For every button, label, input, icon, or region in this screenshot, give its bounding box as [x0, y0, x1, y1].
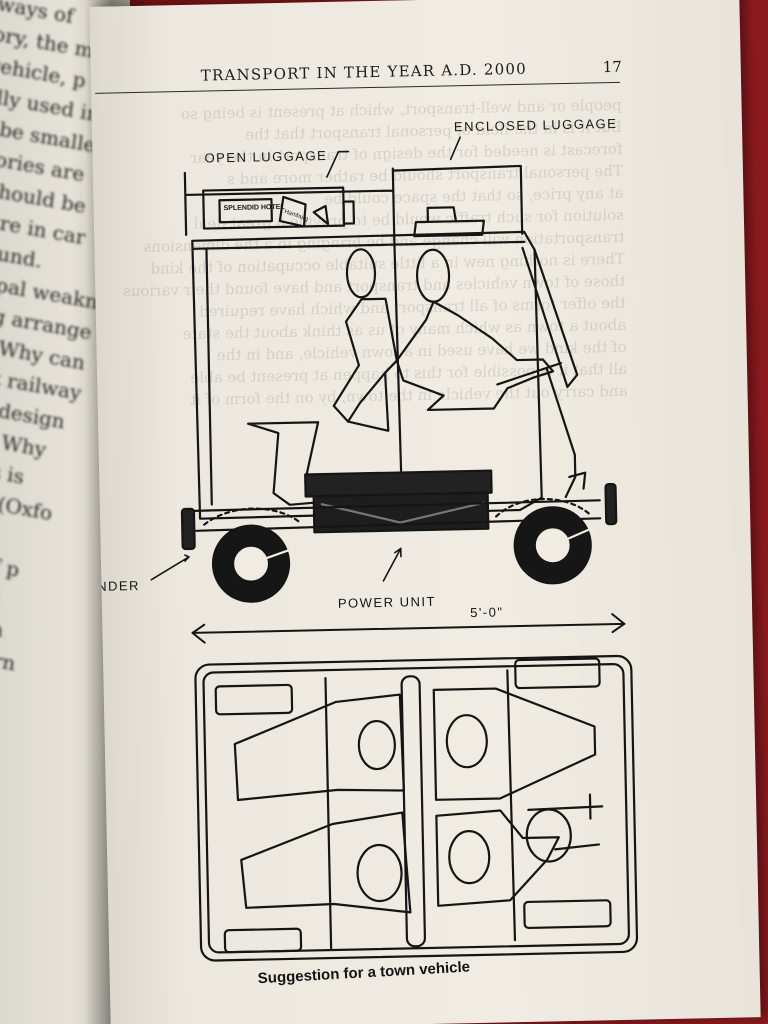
front-wheel [513, 506, 598, 585]
vehicle-plan-view [194, 654, 639, 962]
vehicle-side-view [150, 136, 626, 644]
sticker-text-1: SPLENDID HOTEL [224, 204, 286, 212]
label-power-unit: POWER UNIT [338, 594, 436, 611]
label-open-luggage: OPEN LUGGAGE [204, 148, 327, 166]
label-dimension: 5'-0" [470, 604, 504, 620]
right-page: TRANSPORT IN THE YEAR A.D. 2000 17 peopl… [89, 0, 761, 1024]
label-enclosed-luggage: ENCLOSED LUGGAGE [454, 116, 618, 134]
sticker-splendid-hotel [218, 198, 273, 224]
rear-wheel [211, 524, 294, 603]
label-fender: FENDER [89, 578, 140, 594]
vehicle-illustration: SPLENDID HOTEL Hamburg OPEN LUGGAGE ENCL… [89, 116, 639, 962]
